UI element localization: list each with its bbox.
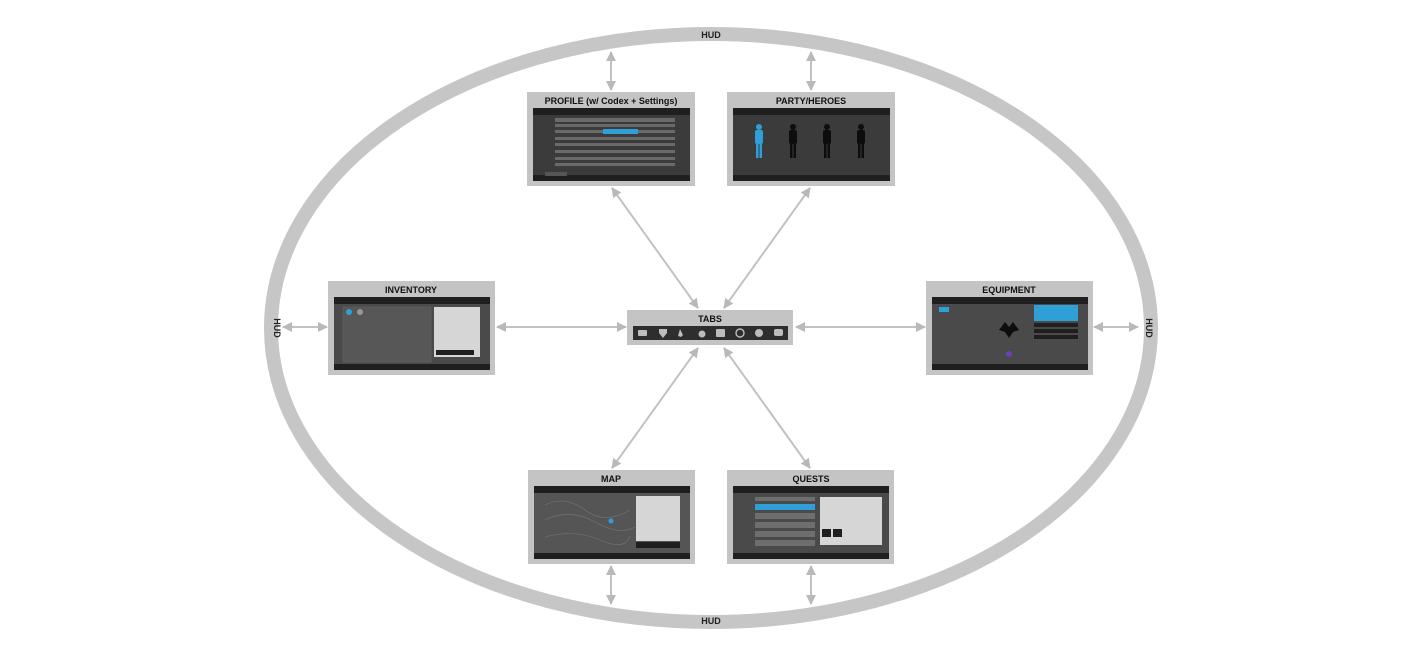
- panel-title-party: PARTY/HEROES: [776, 96, 846, 106]
- potion-icon: [698, 330, 706, 338]
- panel-title-profile: PROFILE (w/ Codex + Settings): [545, 96, 678, 106]
- panel-quests: QUESTS: [727, 470, 894, 564]
- panel-title-map: MAP: [601, 474, 621, 484]
- badge-icon: [755, 329, 763, 337]
- hero-silhouettes: [755, 124, 865, 158]
- arrow-tabs-profile: [611, 187, 699, 309]
- panel-party: PARTY/HEROES: [727, 92, 895, 186]
- panel-profile: PROFILE (w/ Codex + Settings): [527, 92, 695, 186]
- arrow-tabs-map: [611, 347, 699, 469]
- panel-title-inventory: INVENTORY: [385, 285, 437, 295]
- scroll-icon: [716, 329, 725, 337]
- hud-label-right: HUD: [1144, 318, 1154, 338]
- connector-arrows: [282, 51, 1139, 605]
- hud-ring: [264, 27, 1158, 629]
- arrow-tabs-quests: [723, 347, 811, 469]
- hud-label-bottom: HUD: [701, 616, 721, 626]
- tabs-title: TABS: [698, 314, 722, 324]
- hud-label-top: HUD: [701, 30, 721, 40]
- sword-icon: [678, 329, 686, 337]
- tabs-box: TABS: [627, 310, 793, 345]
- panel-inventory: INVENTORY: [328, 281, 495, 375]
- bat-creature-icon: [999, 322, 1019, 338]
- compass-icon: [735, 328, 745, 338]
- shield-icon: [659, 329, 667, 338]
- panel-equipment: EQUIPMENT: [926, 281, 1093, 375]
- chat-icon: [774, 329, 783, 336]
- panel-map: MAP: [528, 470, 695, 564]
- hud-label-left: HUD: [272, 318, 282, 338]
- panel-title-equipment: EQUIPMENT: [982, 285, 1036, 295]
- panel-title-quests: QUESTS: [792, 474, 829, 484]
- arrow-tabs-party: [723, 187, 811, 309]
- book-icon: [638, 330, 647, 336]
